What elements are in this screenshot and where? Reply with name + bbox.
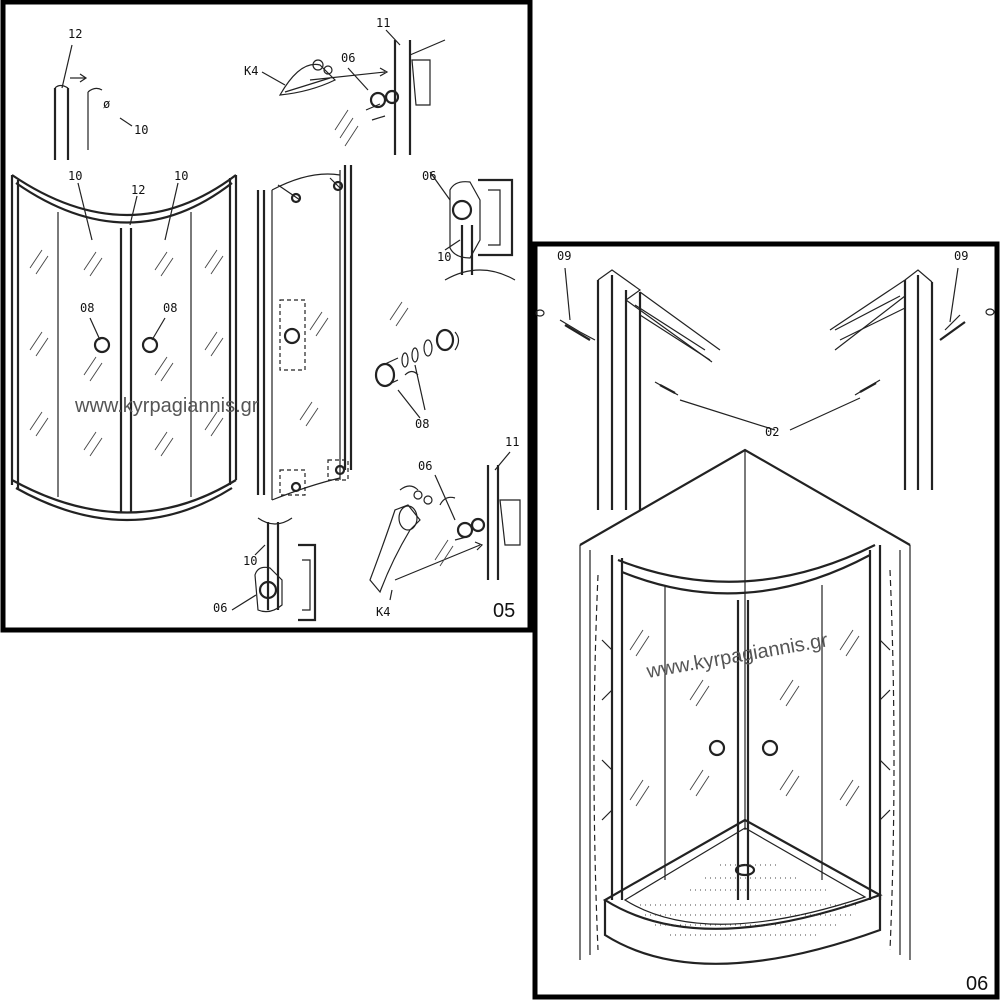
label-02: 02 — [765, 425, 779, 439]
panel-05: ø — [0, 0, 533, 633]
wall-corner — [579, 448, 911, 960]
detail-hinge-bottom — [231, 517, 317, 622]
panel-06-frame — [532, 241, 1000, 1000]
label-10-bottom: 10 — [243, 554, 257, 568]
label-10-left-b: 10 — [174, 169, 188, 183]
side-door-panel — [256, 165, 353, 501]
label-08-b: 08 — [163, 301, 177, 315]
label-12-top: 12 — [68, 27, 82, 41]
detail-knob-08 — [374, 301, 460, 419]
label-12-mid: 12 — [131, 183, 145, 197]
panel-06: 09 09 02 www.kyrpagiannis.gr 06 — [532, 241, 1000, 1000]
label-10-top: 10 — [134, 123, 148, 137]
detail-hinge-06 — [429, 171, 516, 281]
label-09-left: 09 — [557, 249, 571, 263]
label-k4-bottom: K4 — [376, 605, 390, 619]
label-09-right: 09 — [954, 249, 968, 263]
label-08-a: 08 — [80, 301, 94, 315]
label-10-right: 10 — [437, 250, 451, 264]
curved-door-assembly — [10, 174, 238, 522]
top-wall-profiles — [535, 267, 995, 510]
label-08-right: 08 — [415, 417, 429, 431]
page-number-05: 05 — [493, 600, 515, 622]
svg-text:ø: ø — [103, 97, 110, 111]
shower-enclosure — [593, 544, 895, 951]
detail-fitting-top — [261, 29, 446, 155]
shower-tray — [602, 818, 883, 965]
label-06-bottom: 06 — [213, 601, 227, 615]
label-10-left-a: 10 — [68, 169, 82, 183]
label-11-bottom-right: 11 — [505, 435, 519, 449]
label-k4-top: K4 — [244, 64, 258, 78]
label-06-bottom-right: 06 — [418, 459, 432, 473]
panel-05-frame — [0, 0, 533, 633]
detail-wrench-bottom — [369, 451, 521, 601]
page-number-06: 06 — [966, 973, 988, 995]
label-06-top: 06 — [341, 51, 355, 65]
label-06-right: 06 — [422, 169, 436, 183]
detail-profile-12: ø — [53, 44, 133, 160]
label-11-top: 11 — [376, 16, 390, 30]
watermark-05: www.kyrpagiannis.gr — [74, 395, 259, 417]
